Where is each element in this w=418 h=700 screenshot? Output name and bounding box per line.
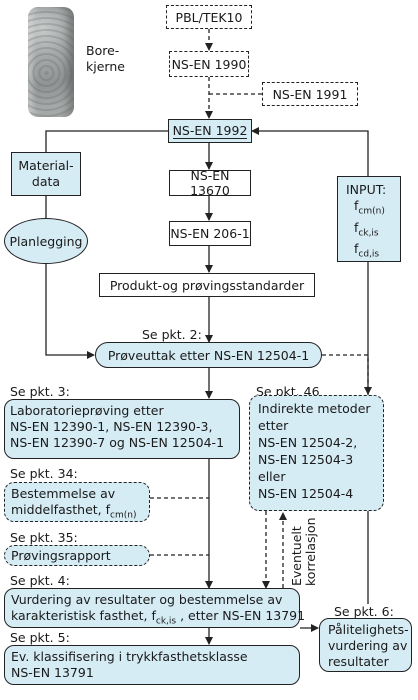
box-proveuttak: Prøveuttak etter NS-EN 12504-1 [95,342,322,368]
input-fcd: fcd,is [354,241,380,260]
ref-pkt4: Se pkt. 4: [10,573,70,588]
ref-pkt35: Se pkt. 35: [10,530,78,545]
ref-pkt34: Se pkt. 34: [10,466,78,481]
ref-pkt2: Se pkt. 2: [142,327,202,342]
box-ns-en-206-1: NS-EN 206-1 [169,221,251,246]
arrow-proveuttak-indirekte [322,354,372,395]
box-laboratorieproving: Laboratorieprøving etter NS-EN 12390-1, … [4,399,240,459]
box-indirekte-metoder: Indirekte metoder etter NS-EN 12504-2, N… [249,395,384,511]
box-ns-en-1990: NS-EN 1990 [169,51,249,77]
input-fcm: fcm(n) [354,198,385,217]
arrow-planlegging-proveuttak [45,264,95,359]
ref-pkt5: Se pkt. 5: [10,630,70,645]
ref-pkt6: Se pkt. 6: [334,604,394,619]
box-ns-en-1992: NS-EN 1992 [168,119,252,143]
bore-core-image [28,7,74,117]
box-ns-en-1991: NS-EN 1991 [262,82,358,106]
box-materialdata: Material- data [11,152,81,196]
input-fck: fck,is [354,219,379,239]
oval-planlegging: Planlegging [4,218,88,264]
box-vurdering: Vurdering av resultater og bestemmelse a… [4,588,305,628]
label-eventuelt-korrelasjon: Eventuelt korrelasjon [289,517,318,586]
box-ns-en-13670: NS-EN 13670 [169,168,251,198]
box-provingsrapport: Prøvingsrapport [4,545,150,566]
box-palitelighet: Pålitelighets- vurdering av resultater [319,618,412,672]
box-produkt-standarder: Produkt-og prøvingsstandarder [99,273,315,297]
box-pbl-tek10: PBL/TEK10 [166,5,252,29]
arrow-input-1992 [251,127,369,176]
box-input: INPUT: fcm(n) fck,is fcd,is [337,176,401,262]
box-bestemmelse-middelfasthet: Bestemmelse av middelfasthet, fcm(n) [4,482,150,522]
line-1992-material [45,130,168,152]
box-klassifisering: Ev. klassifisering i trykkfasthetsklasse… [4,645,300,685]
bore-core-label: Bore- kjerne [86,43,125,74]
ref-pkt3: Se pkt. 3: [10,384,70,399]
